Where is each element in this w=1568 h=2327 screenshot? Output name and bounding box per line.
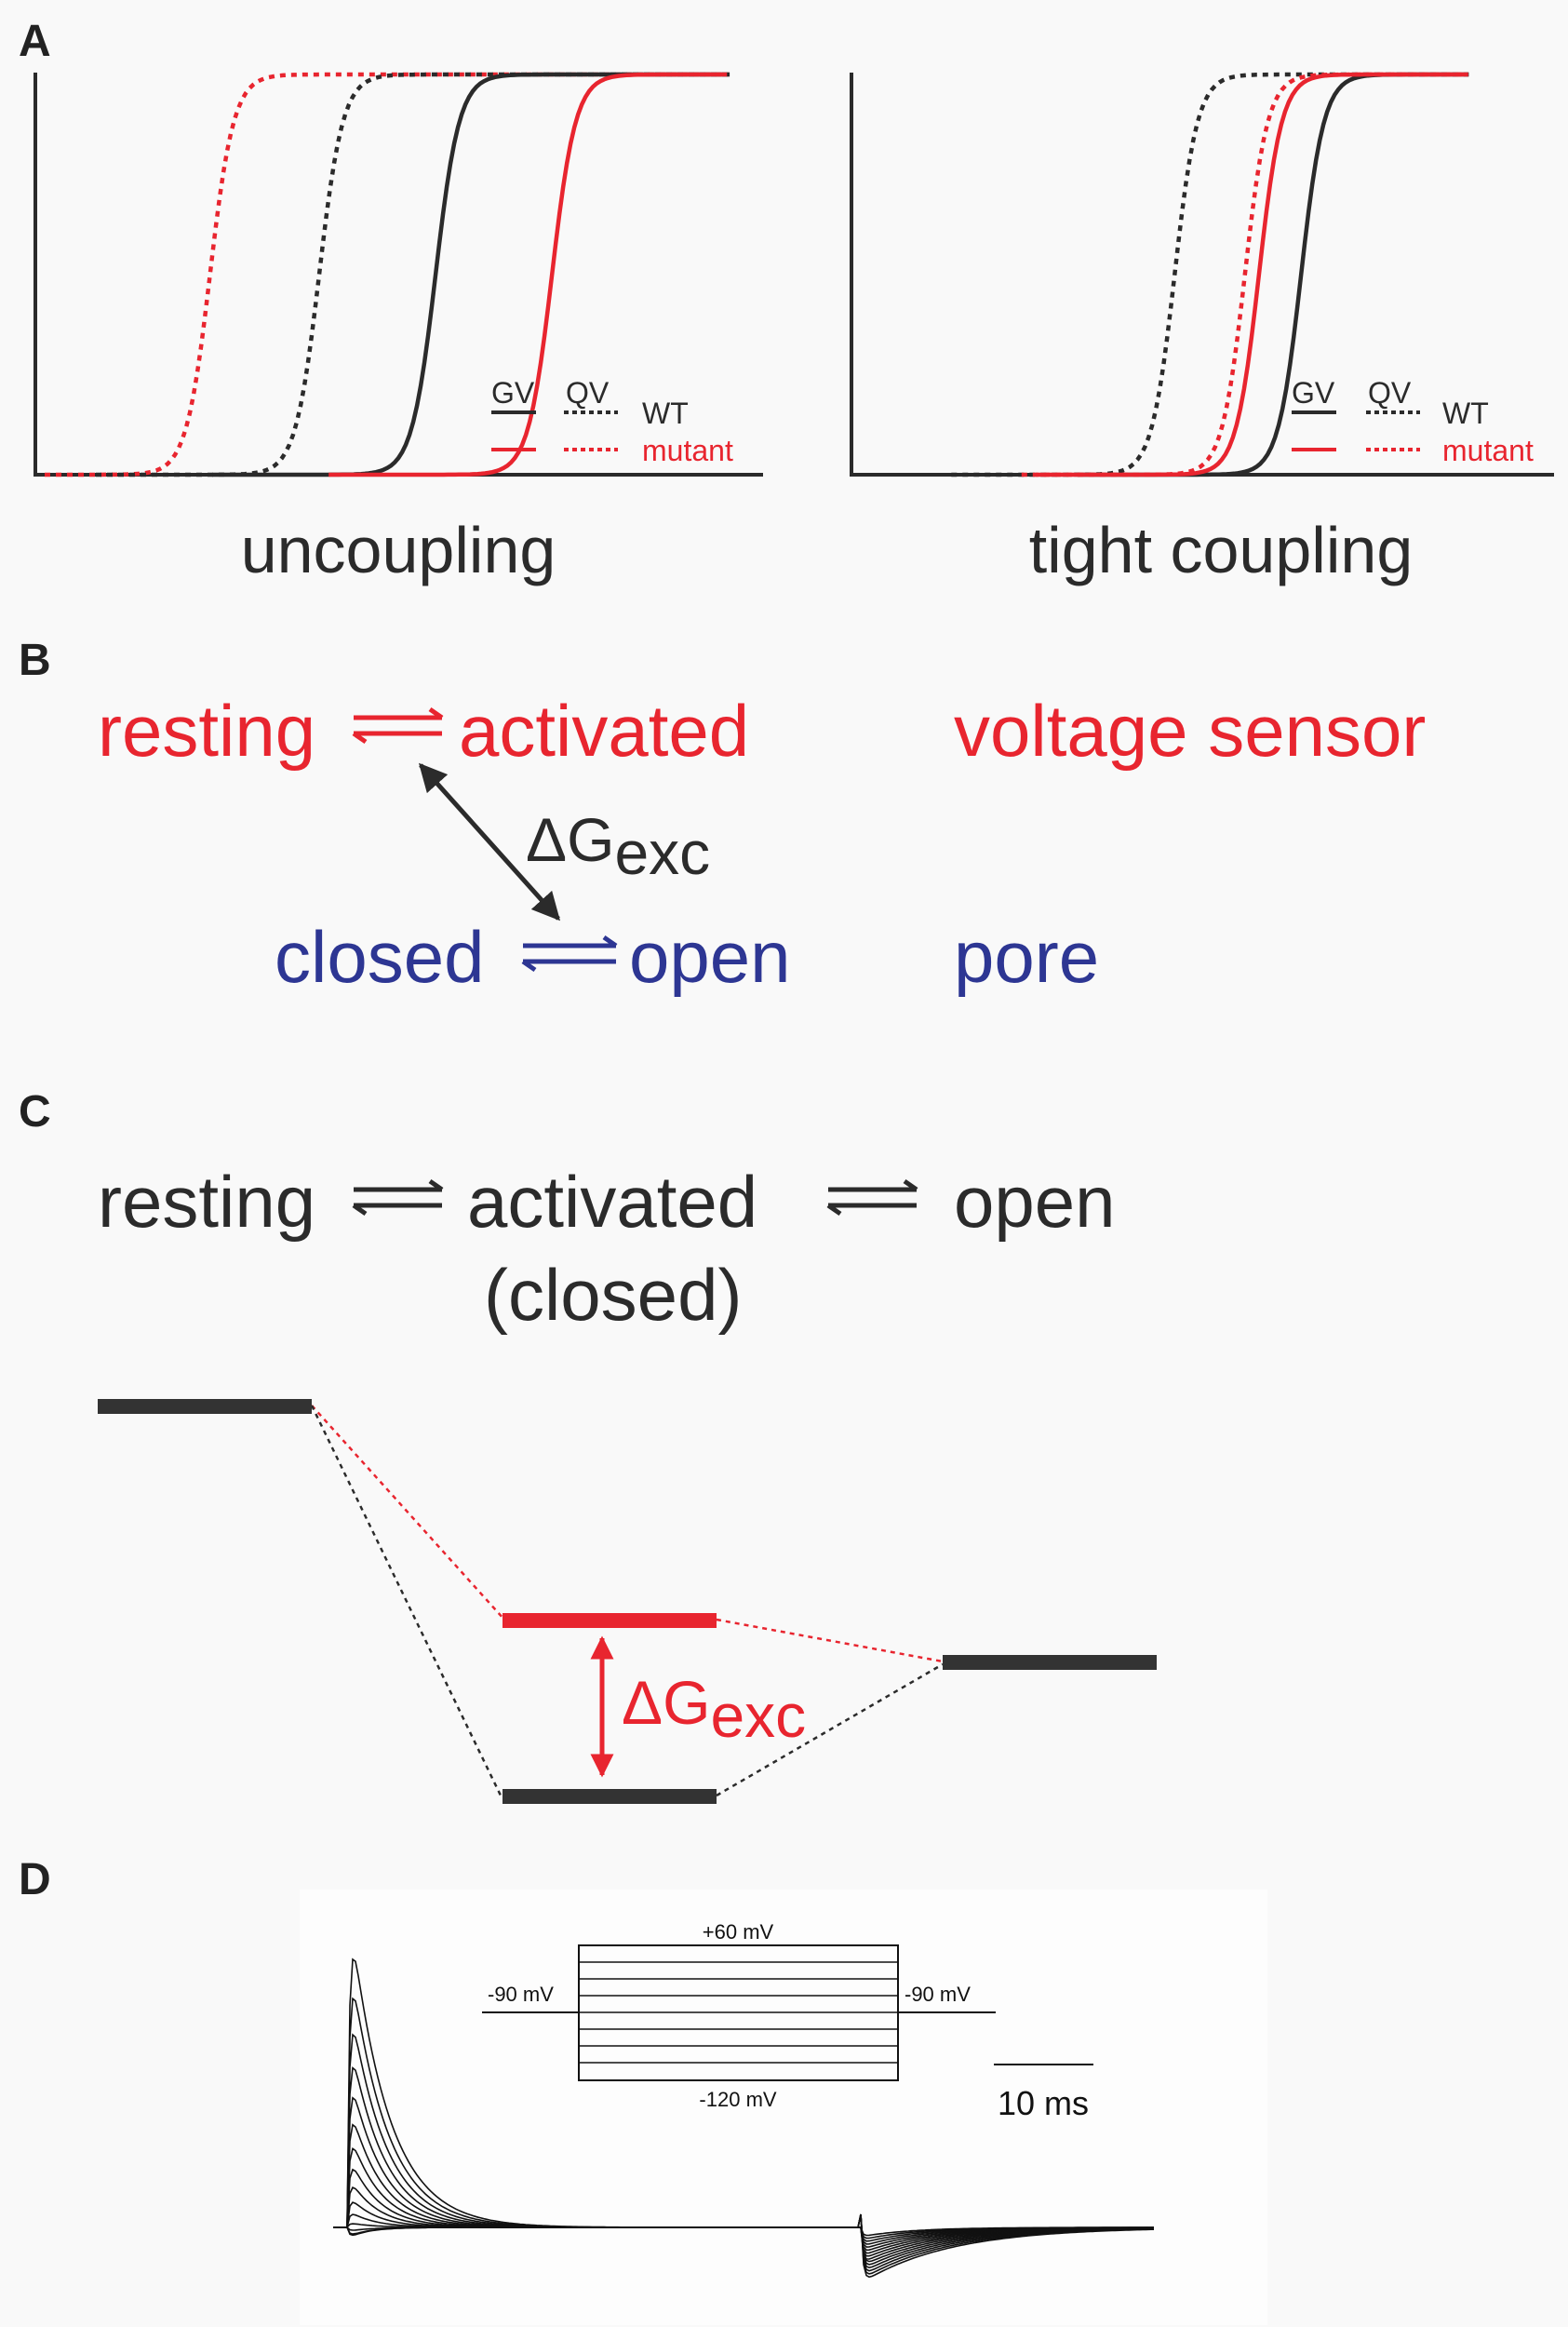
red-connector-right	[716, 1618, 944, 1663]
red-connector-left	[311, 1405, 505, 1621]
left-gv-mutant-curve	[328, 72, 728, 478]
scale-bar: 10 ms	[994, 2064, 1093, 2122]
caption-uncoupling: uncoupling	[241, 514, 556, 586]
b-closed-label: closed	[275, 916, 484, 998]
legend-mutant-label: mutant	[642, 434, 733, 467]
right-legend: GV QV WT mutant	[1292, 376, 1534, 467]
b-voltage-sensor-label: voltage sensor	[954, 690, 1426, 772]
panel-label-a: A	[19, 17, 51, 66]
c-delta-g-label: ΔGexc	[622, 1668, 806, 1750]
black-connector-left	[310, 1405, 503, 1796]
b-pore-label: pore	[954, 916, 1099, 998]
left-plot-axes	[34, 73, 763, 477]
protocol-right-label: -90 mV	[905, 1983, 971, 2006]
legend-qv-label: QV	[566, 376, 610, 410]
scale-bar-label: 10 ms	[998, 2084, 1089, 2122]
b-open-label: open	[629, 916, 791, 998]
right-gv-wt-curve	[1078, 72, 1469, 478]
right-qv-wt-curve	[951, 72, 1469, 478]
legend-qv-label: QV	[1368, 376, 1412, 410]
caption-tight-coupling: tight coupling	[1029, 514, 1414, 586]
left-legend: GV QV WT mutant	[491, 376, 733, 467]
panel-a-left-plot: GV QV WT mutant	[34, 72, 763, 478]
b-activated-label: activated	[459, 690, 749, 772]
activated-mutant-energy-level	[503, 1613, 717, 1628]
b-resting-label: resting	[98, 690, 315, 772]
protocol-bottom-label: -120 mV	[699, 2088, 776, 2111]
legend-wt-label: WT	[1442, 397, 1489, 430]
trace-panel-background	[300, 1890, 1267, 2325]
c-resting-label: resting	[98, 1161, 315, 1243]
b-coupling-arrow	[418, 762, 561, 921]
c-equilibrium-arrows-2	[826, 1178, 918, 1217]
voltage-protocol-diagram: +60 mV -90 mV -90 mV -120 mV	[482, 1920, 996, 2111]
open-energy-level	[943, 1655, 1157, 1670]
right-plot-axes	[850, 73, 1554, 477]
b-red-equilibrium-arrows	[352, 706, 444, 745]
left-qv-mutant-curve	[45, 72, 730, 478]
right-qv-mutant-curve	[1021, 72, 1468, 478]
protocol-left-label: -90 mV	[488, 1983, 554, 2006]
activated-wt-energy-level	[503, 1789, 717, 1804]
c-open-label: open	[954, 1161, 1116, 1243]
black-connector-right	[716, 1662, 944, 1797]
energy-diagram: ΔGexc	[98, 1399, 1157, 1804]
panel-label-d: D	[19, 1855, 51, 1904]
current-trace	[333, 1957, 1154, 2279]
panel-a-right-plot: GV QV WT mutant	[850, 72, 1554, 478]
c-closed-label: (closed)	[484, 1254, 742, 1336]
legend-gv-label: GV	[1292, 376, 1335, 410]
legend-mutant-label: mutant	[1442, 434, 1534, 467]
panel-label-b: B	[19, 636, 51, 685]
c-equilibrium-arrows-1	[352, 1178, 444, 1217]
c-activated-label: activated	[467, 1161, 757, 1243]
right-gv-mutant-curve	[1035, 72, 1467, 478]
current-traces	[333, 1957, 1155, 2279]
panel-label-c: C	[19, 1087, 51, 1137]
b-blue-equilibrium-arrows	[521, 935, 618, 973]
resting-energy-level	[98, 1399, 312, 1414]
legend-gv-label: GV	[491, 376, 535, 410]
b-delta-g-label: ΔGexc	[526, 805, 710, 887]
protocol-top-label: +60 mV	[703, 1920, 774, 1944]
legend-wt-label: WT	[642, 397, 689, 430]
